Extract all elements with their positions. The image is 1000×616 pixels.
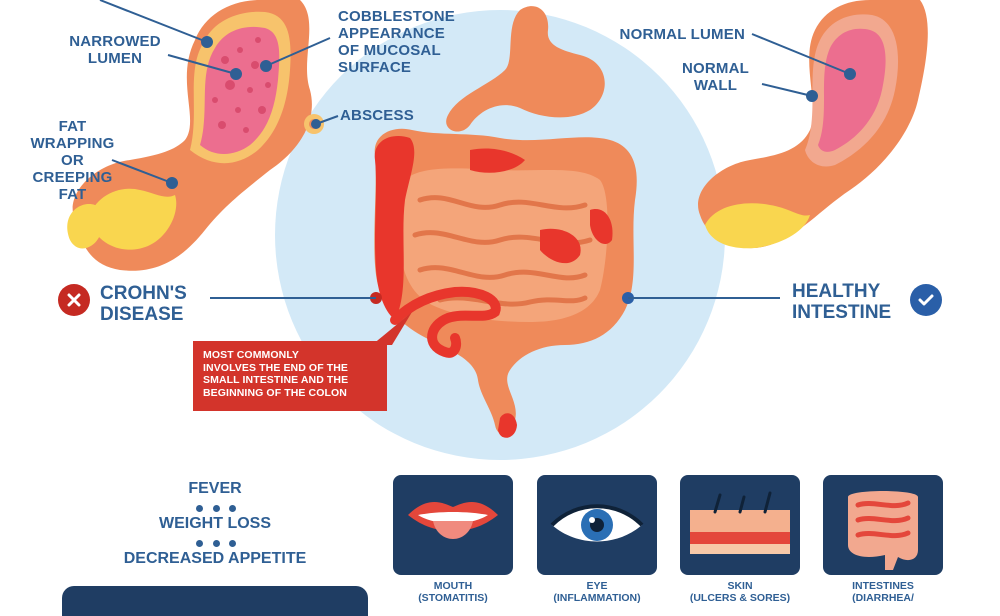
card-eye (537, 475, 657, 575)
symptom-decreased-appetite: DECREASED APPETITE (123, 550, 307, 567)
card-label-eye: EYE (INFLAMMATION) (553, 580, 641, 604)
diseased-intestine-segment (67, 0, 324, 271)
intestines-icon (848, 491, 918, 570)
card-label-skin: SKIN (ULCERS & SORES) (689, 580, 791, 604)
healthy-intestine-segment (698, 0, 928, 249)
card-skin (680, 475, 800, 575)
dots-separator (196, 540, 236, 547)
symptom-fever: FEVER (188, 480, 242, 497)
label-normal-lumen: NORMAL LUMEN (619, 26, 745, 43)
label-normal-wall: NORMAL WALL (681, 60, 750, 94)
crohns-x-icon (58, 284, 90, 316)
healthy-check-icon (910, 284, 942, 316)
skin-icon (690, 491, 790, 554)
label-narrowed-lumen: NARROWED LUMEN (69, 33, 161, 67)
symptom-weight-loss: WEIGHT LOSS (159, 515, 271, 532)
mouth-icon (408, 502, 498, 539)
bottom-dark-panel (62, 586, 368, 616)
central-intestines (370, 6, 637, 438)
card-label-mouth: MOUTH (STOMATITIS) (418, 580, 488, 604)
card-label-intestines: INTESTINES (DIARRHEA/ (852, 580, 914, 604)
location-callout: MOST COMMONLY INVOLVES THE END OF THE SM… (193, 341, 387, 411)
card-mouth (393, 475, 513, 575)
illustration (67, 0, 928, 460)
label-abscess: ABSCESS (340, 107, 414, 124)
eye-icon (550, 504, 644, 542)
healthy-intestine-label: HEALTHY INTESTINE (792, 281, 892, 323)
label-cobblestone: COBBLESTONE APPEARANCE OF MUCOSAL SURFAC… (338, 8, 455, 76)
dots-separator (196, 505, 236, 512)
crohns-disease-label: CROHN'S DISEASE (100, 283, 187, 325)
callout-pointer (372, 312, 412, 345)
label-fat-wrapping: FAT WRAPPING OR CREEPING FAT (30, 118, 115, 203)
card-intestines (823, 475, 943, 575)
